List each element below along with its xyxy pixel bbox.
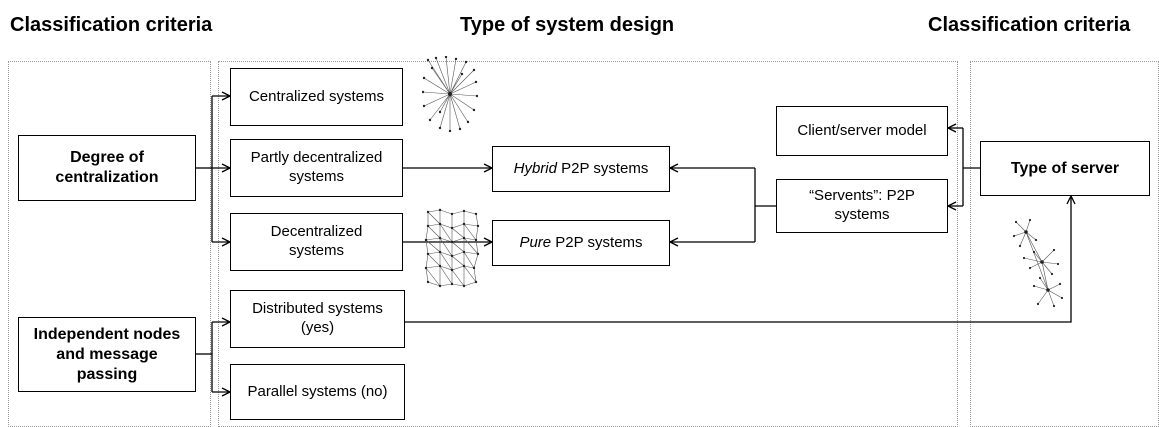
hybrid-label-emphasis: Hybrid [513,159,557,177]
client-server-model-box: Client/server model [776,106,948,156]
pure-label-emphasis: Pure [519,233,552,251]
parallel-systems-box: Parallel systems (no) [230,364,405,420]
centralized-systems-box: Centralized systems [230,68,403,126]
degree-of-centralization-box: Degree of centralization [18,135,196,201]
decentralized-mesh-network-icon [424,208,480,288]
heading-type-of-system-design: Type of system design [460,14,675,36]
decentralized-systems-box: Decentralized systems [230,213,403,271]
hybrid-network-icon [1012,218,1064,308]
pure-label-rest: P2P systems [551,233,643,251]
partly-decentralized-systems-box: Partly decentralized systems [230,139,403,197]
right-criteria-panel [970,61,1159,427]
hybrid-label-rest: P2P systems [556,159,649,177]
pure-p2p-systems-box: Pure P2P systems [492,220,670,266]
centralized-network-icon [422,56,478,132]
hybrid-p2p-systems-box: Hybrid P2P systems [492,146,670,192]
independent-nodes-box: Independent nodes and message passing [18,317,196,392]
heading-classification-criteria-right: Classification criteria [928,14,1131,36]
heading-classification-criteria-left: Classification criteria [10,14,213,36]
distributed-systems-box: Distributed systems (yes) [230,290,405,348]
servents-p2p-systems-box: “Servents”: P2P systems [776,179,948,233]
type-of-server-box: Type of server [980,141,1150,196]
